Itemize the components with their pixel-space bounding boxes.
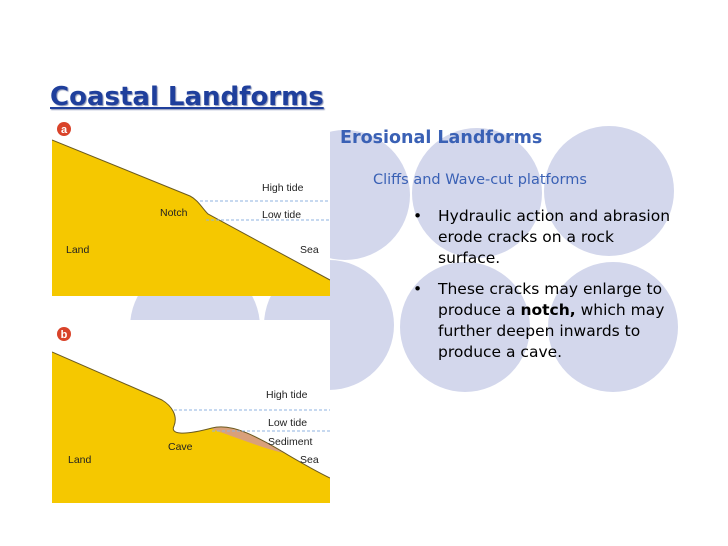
list-item: • These cracks may enlarge to produce a … [408,279,680,363]
high-tide-label: High tide [266,389,308,401]
background-circle [548,262,678,392]
land-shape [52,140,330,296]
section-subheading: Cliffs and Wave-cut platforms [373,172,587,188]
bullet-text: Hydraulic action and abrasion erode crac… [438,207,671,267]
cave-label: Cave [168,441,193,453]
cave-diagram-svg: b High tide Low tide Sediment Cave Land … [52,320,330,503]
diagram-notch: a High tide Low tide Notch Land Sea [52,118,330,296]
land-label: Land [66,244,90,256]
notch-label: Notch [160,207,188,219]
bullet-text-bold: notch, [520,301,576,319]
badge-b-label: b [61,329,68,341]
notch-diagram-svg: a High tide Low tide Notch Land Sea [52,118,330,296]
badge-a [57,122,71,136]
background-circle [544,126,674,256]
section-heading: Erosional Landforms [340,128,543,148]
high-tide-label: High tide [262,182,304,194]
bullet-icon: • [413,280,423,298]
badge-b [57,327,71,341]
land-label: Land [68,454,92,466]
bullet-icon: • [413,207,423,225]
background-circle [400,262,530,392]
cliff-outline [52,351,330,479]
badge-a-label: a [61,124,68,136]
bullet-list: • Hydraulic action and abrasion erode cr… [408,206,680,373]
background-circle [412,128,542,258]
cliff-outline [52,139,330,281]
bullet-text-after: which may further deepen inwards to prod… [438,301,665,361]
sea-label: Sea [300,244,319,256]
land-shape [52,352,330,503]
bullet-text-before: These cracks may enlarge to produce a [438,280,663,319]
diagram-cave: b High tide Low tide Sediment Cave Land … [52,320,330,503]
low-tide-label: Low tide [262,209,301,221]
low-tide-label: Low tide [268,417,307,429]
sea-label: Sea [300,454,319,466]
sediment-label: Sediment [268,436,312,448]
slide-title: Coastal Landforms [50,82,324,112]
sediment-shape [212,426,284,453]
list-item: • Hydraulic action and abrasion erode cr… [408,206,680,269]
